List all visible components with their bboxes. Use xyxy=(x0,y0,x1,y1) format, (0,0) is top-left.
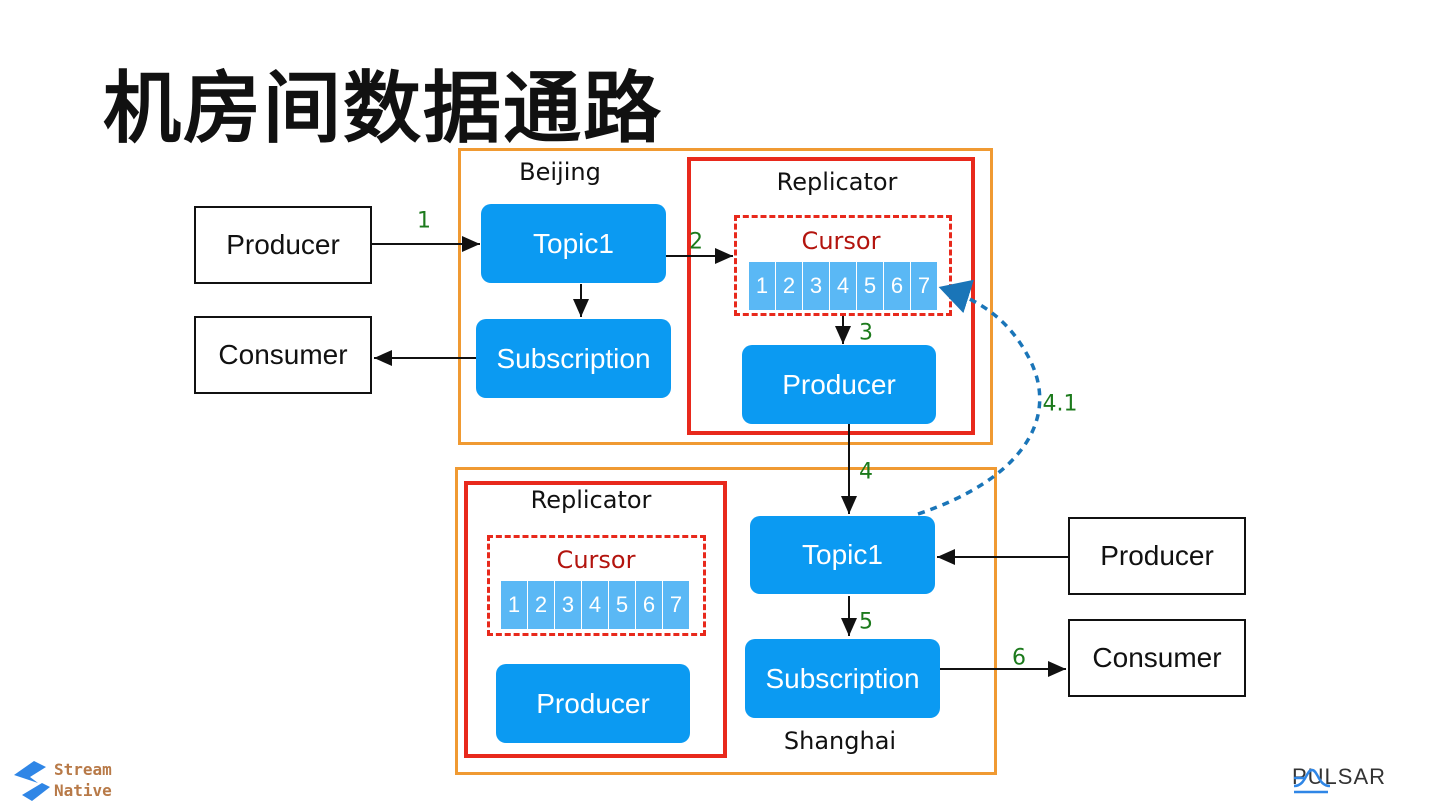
shanghai-cursor-label: Cursor xyxy=(556,546,636,574)
shanghai-replicator xyxy=(464,481,727,758)
message-cell: 1 xyxy=(749,262,776,310)
shanghai-external-consumer: Consumer xyxy=(1068,619,1246,697)
shanghai-replicator-producer: Producer xyxy=(496,664,690,743)
shanghai-replicator-label: Replicator xyxy=(530,486,652,514)
beijing-label: Beijing xyxy=(519,158,601,186)
beijing-subscription: Subscription xyxy=(476,319,671,398)
shanghai-subscription: Subscription xyxy=(745,639,940,718)
pulsar-logo-icon xyxy=(1293,768,1331,794)
message-cell: 6 xyxy=(636,581,663,629)
message-cell: 4 xyxy=(582,581,609,629)
pulsar-logo-text: PULSAR xyxy=(1292,764,1387,789)
message-cell: 6 xyxy=(884,262,911,310)
message-cell: 7 xyxy=(911,262,938,310)
message-cell: 3 xyxy=(555,581,582,629)
beijing-cursor-label: Cursor xyxy=(801,227,881,255)
shanghai-label: Shanghai xyxy=(783,727,897,755)
message-cell: 2 xyxy=(776,262,803,310)
beijing-datacenter xyxy=(458,148,993,445)
beijing-replicator-label: Replicator xyxy=(776,168,898,196)
arrow-4-1 xyxy=(917,279,1042,516)
shanghai-cursor-cells: 1 2 3 4 5 6 7 xyxy=(501,581,690,629)
message-cell: 5 xyxy=(609,581,636,629)
step-2: 2 xyxy=(689,229,703,255)
step-6: 6 xyxy=(1012,645,1026,671)
pulsar-logo: PULSAR xyxy=(1292,764,1387,794)
streamnative-logo-icon xyxy=(14,761,50,801)
shanghai-cursor-box xyxy=(487,535,706,636)
beijing-cursor-cells: 1 2 3 4 5 6 7 xyxy=(749,262,938,310)
message-cell: 1 xyxy=(501,581,528,629)
shanghai-external-producer: Producer xyxy=(1068,517,1246,595)
step-3: 3 xyxy=(859,320,873,346)
beijing-topic: Topic1 xyxy=(481,204,666,283)
beijing-external-consumer: Consumer xyxy=(194,316,372,394)
message-cell: 5 xyxy=(857,262,884,310)
step-1: 1 xyxy=(417,208,431,234)
step-4-1: 4.1 xyxy=(1042,391,1078,417)
beijing-cursor-box xyxy=(734,215,952,316)
page-title: 机房间数据通路 xyxy=(103,64,664,154)
beijing-replicator-producer: Producer xyxy=(742,345,936,424)
beijing-external-producer: Producer xyxy=(194,206,372,284)
message-cell: 4 xyxy=(830,262,857,310)
message-cell: 2 xyxy=(528,581,555,629)
shanghai-topic: Topic1 xyxy=(750,516,935,594)
message-cell: 7 xyxy=(663,581,690,629)
step-5: 5 xyxy=(859,609,873,635)
message-cell: 3 xyxy=(803,262,830,310)
shanghai-datacenter xyxy=(455,467,997,775)
step-4: 4 xyxy=(859,459,873,485)
